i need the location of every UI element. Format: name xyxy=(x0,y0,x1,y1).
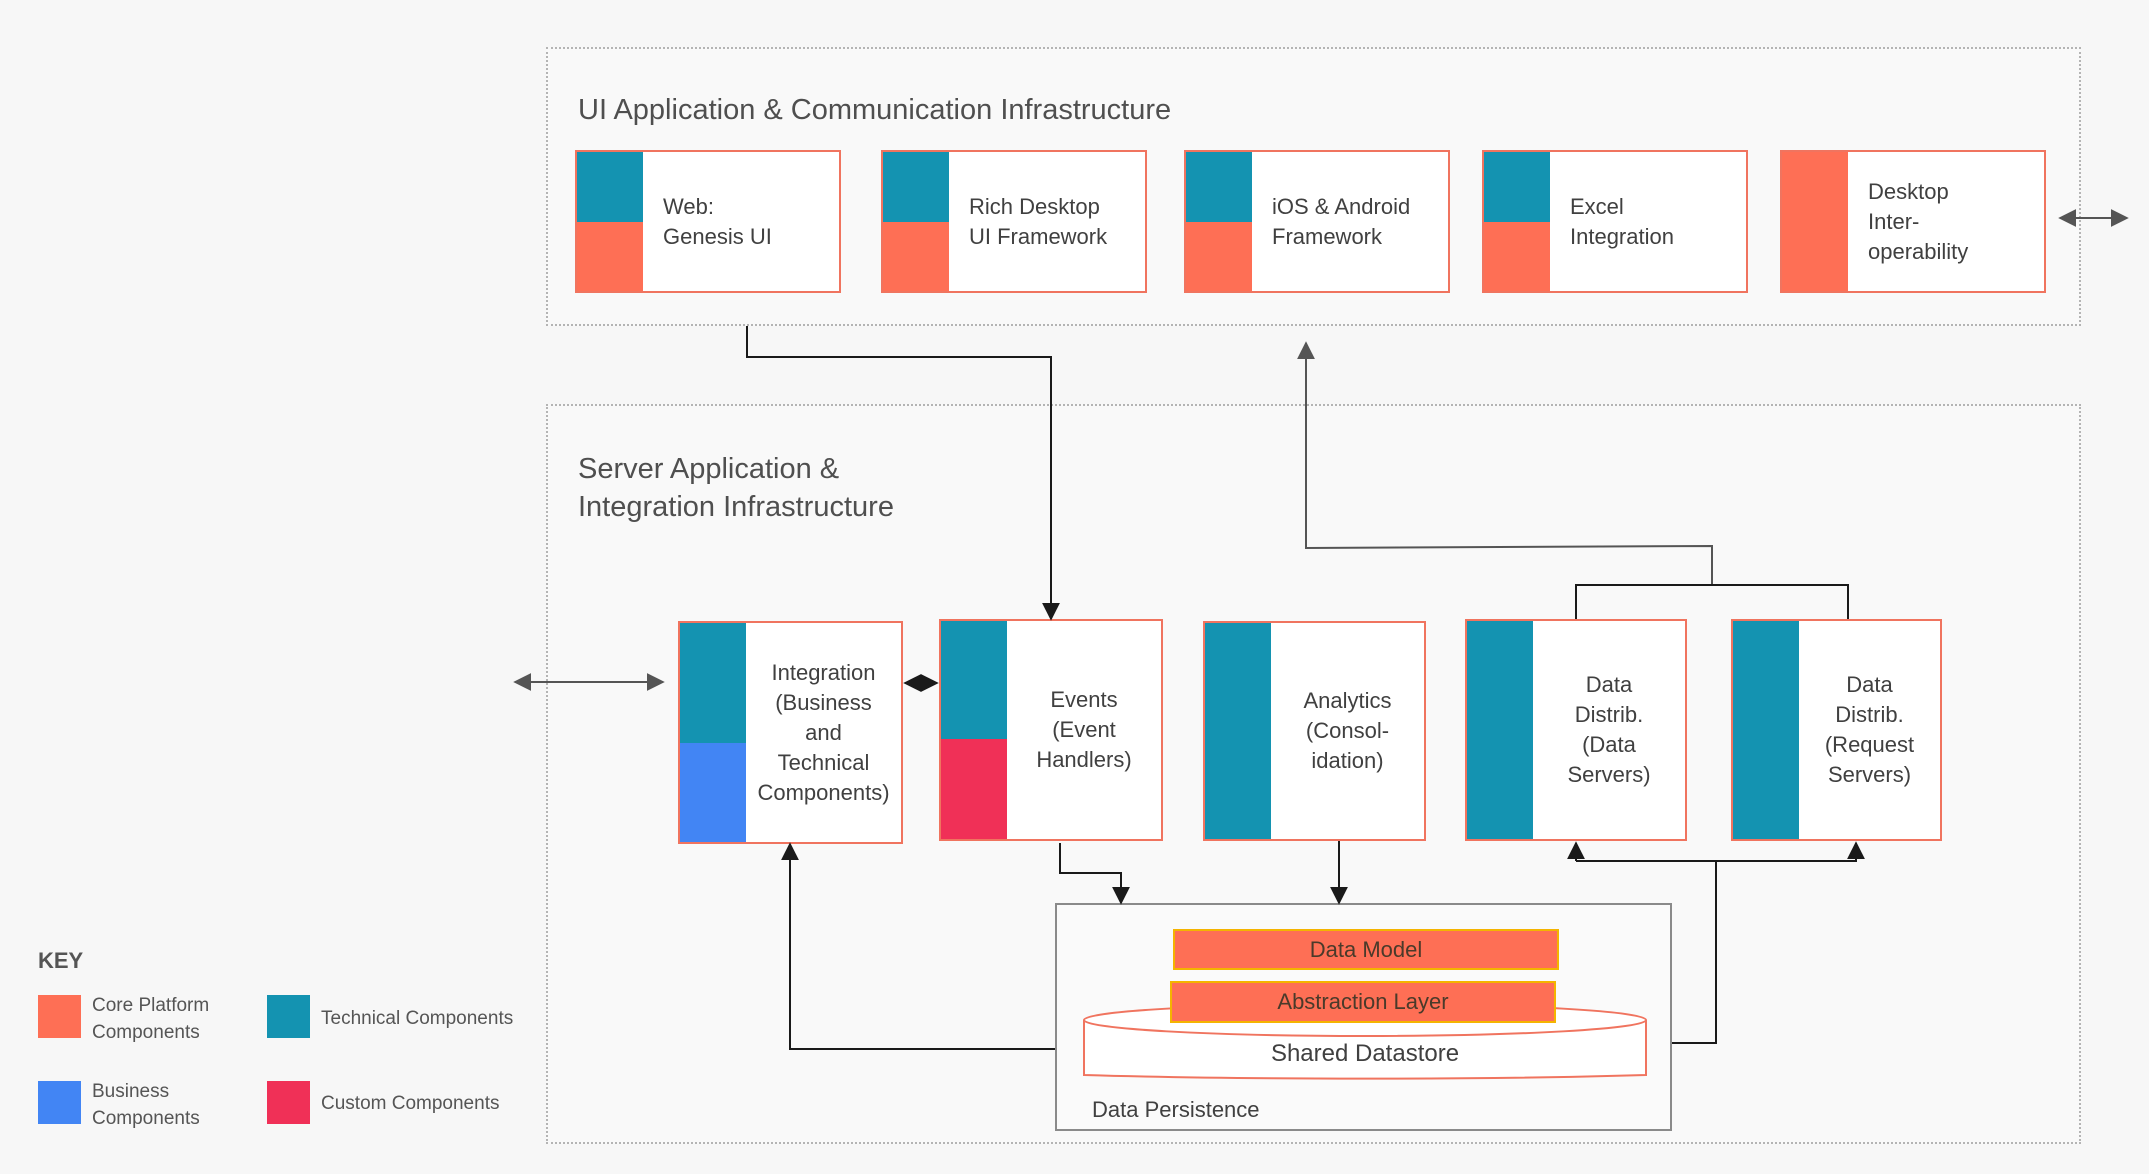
key-custom-label: Custom Components xyxy=(321,1093,500,1114)
custom-swatch xyxy=(941,739,1007,839)
card-label: Excel Integration xyxy=(1570,193,1674,249)
card-desktop-interop: Desktop Inter- operability xyxy=(1780,150,2046,293)
card-data-servers: Data Distrib. (Data Servers) xyxy=(1465,619,1687,841)
key-custom-swatch xyxy=(267,1081,310,1124)
server-region-title: Server Application & Integration Infrast… xyxy=(578,453,894,523)
card-label: Integration (Business and Technical Comp… xyxy=(757,659,890,805)
card-label: Rich Desktop UI Framework xyxy=(969,193,1108,249)
card-rich-desktop-ui: Rich Desktop UI Framework xyxy=(881,150,1147,293)
key-technical-label: Technical Components xyxy=(321,1008,514,1029)
technical-swatch xyxy=(1467,621,1533,839)
technical-swatch xyxy=(1733,621,1799,839)
key-business-label: Business Components xyxy=(92,1081,200,1129)
card-ios-android: iOS & Android Framework xyxy=(1184,150,1450,293)
card-label: Data Distrib. (Request Servers) xyxy=(1824,672,1915,787)
card-events: Events (Event Handlers) xyxy=(939,619,1163,841)
connector-distrib-right-branch xyxy=(1576,841,1865,862)
core-swatch xyxy=(577,222,643,291)
shared-datastore-label: Shared Datastore xyxy=(1270,1040,1460,1067)
card-label: Events (Event Handlers) xyxy=(1036,687,1132,772)
card-analytics: Analytics (Consol- idation) xyxy=(1203,621,1426,841)
business-swatch xyxy=(680,743,746,842)
key-business-swatch xyxy=(38,1081,81,1124)
technical-swatch xyxy=(577,152,643,222)
card-integration: Integration (Business and Technical Comp… xyxy=(678,621,903,844)
card-request-servers: Data Distrib. (Request Servers) xyxy=(1731,619,1942,841)
key-technical-swatch xyxy=(267,995,310,1038)
connector-distrib-bracket xyxy=(1575,584,1849,619)
data-persistence-label: Data Persistence xyxy=(1092,1097,1260,1122)
core-swatch xyxy=(1782,152,1848,291)
technical-swatch xyxy=(883,152,949,222)
key-core-swatch xyxy=(38,995,81,1038)
connector-ui-to-events xyxy=(746,326,1060,621)
connector-distrib-to-ui xyxy=(1297,341,1713,585)
card-label: Web: Genesis UI xyxy=(663,193,772,249)
connector-persistence-to-distrib xyxy=(1672,861,1717,1044)
core-swatch xyxy=(1484,222,1550,291)
card-label: Analytics (Consol- idation) xyxy=(1303,688,1392,773)
card-web-genesis-ui: Web: Genesis UI xyxy=(575,150,841,293)
core-swatch xyxy=(1186,222,1252,291)
technical-swatch xyxy=(941,621,1007,739)
card-excel-integration: Excel Integration xyxy=(1482,150,1748,293)
data-model-layer: Data Model xyxy=(1173,929,1559,970)
card-label: iOS & Android Framework xyxy=(1272,193,1411,249)
abstraction-layer: Abstraction Layer xyxy=(1170,981,1556,1023)
technical-swatch xyxy=(1205,623,1271,839)
connector-events-to-persistence xyxy=(1059,843,1130,905)
connector-persistence-to-integration xyxy=(781,842,1055,1050)
ui-region-title: UI Application & Communication Infrastru… xyxy=(578,94,1172,126)
technical-swatch xyxy=(1484,152,1550,222)
technical-swatch xyxy=(680,623,746,743)
core-swatch xyxy=(883,222,949,291)
key-title: KEY xyxy=(38,948,84,973)
key-core-label: Core Platform Components xyxy=(92,995,210,1043)
card-label: Desktop Inter- operability xyxy=(1868,178,1969,264)
card-label: Data Distrib. (Data Servers) xyxy=(1567,672,1651,787)
technical-swatch xyxy=(1186,152,1252,222)
